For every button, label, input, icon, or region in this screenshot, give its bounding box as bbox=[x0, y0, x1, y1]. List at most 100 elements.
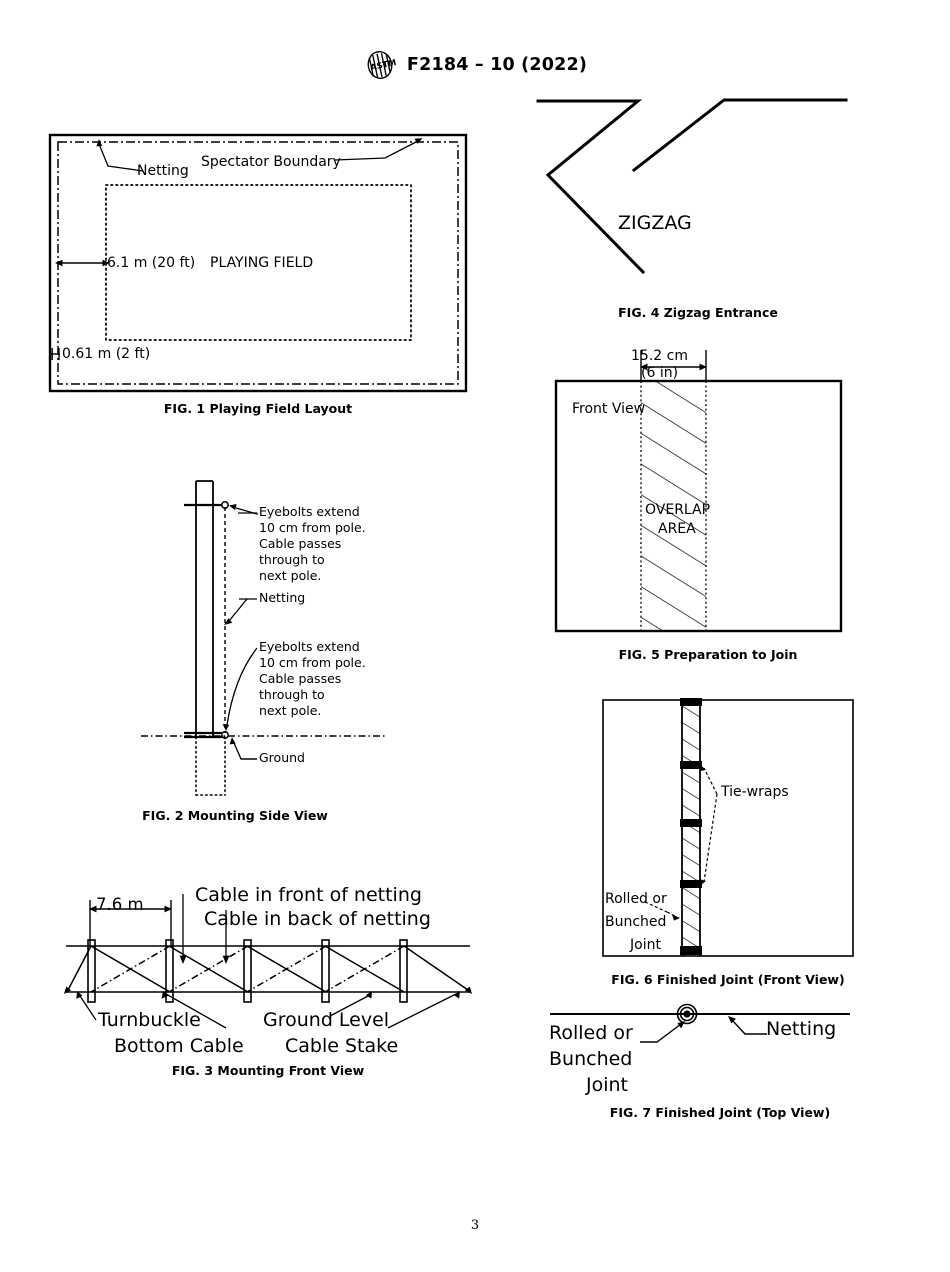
fig3-label-bottom-cable: Bottom Cable bbox=[114, 1035, 244, 1057]
span-arrow-left bbox=[89, 905, 97, 913]
cable-front-arrowhead bbox=[179, 955, 187, 964]
fig6-label-tie-wraps: Tie-wraps bbox=[721, 784, 789, 800]
cable-stake-arrowhead bbox=[453, 991, 460, 999]
pole bbox=[195, 480, 214, 737]
fig2-eyebolt-top-line-2: 10 cm from pole. bbox=[259, 520, 366, 535]
overlap-dim-arrow-right bbox=[699, 363, 707, 371]
fig3-label-turnbuckle: Turnbuckle bbox=[98, 1009, 201, 1031]
spectator-leader bbox=[334, 140, 419, 161]
zigzag-path-left bbox=[536, 99, 646, 275]
poles bbox=[87, 939, 408, 1003]
eyebolt-top-arrowhead bbox=[229, 504, 237, 511]
fig5-label-dim-in: (6 in) bbox=[641, 365, 679, 381]
bottom-cable-arrowhead bbox=[161, 991, 169, 999]
page-header: ASTM F2184 – 10 (2022) bbox=[0, 50, 950, 80]
fig2-label-netting: Netting bbox=[259, 590, 306, 605]
offset-dimension-tick bbox=[51, 348, 60, 360]
figure-4-zigzag-entrance: ZIGZAG FIG. 4 Zigzag Entrance bbox=[528, 90, 868, 330]
joint-hatching bbox=[682, 700, 700, 956]
figure-7-caption: FIG. 7 Finished Joint (Top View) bbox=[609, 1105, 831, 1120]
ground-level-arrowhead bbox=[365, 991, 372, 999]
joint-leader bbox=[640, 1023, 682, 1043]
netting-leader bbox=[228, 598, 257, 622]
figure-4-drawing bbox=[536, 98, 848, 275]
fig2-eyebolt-top-line-5: next pole. bbox=[259, 568, 322, 583]
width-dim-arrow-right bbox=[102, 259, 110, 267]
fig3-label-cable-back: Cable in back of netting bbox=[204, 908, 431, 930]
figure-6-caption: FIG. 6 Finished Joint (Front View) bbox=[611, 972, 845, 987]
figure-2-mounting-side-view: Eyebolts extend 10 cm from pole. Cable p… bbox=[135, 475, 435, 835]
fig7-label-joint-line3: Joint bbox=[586, 1074, 628, 1096]
joint-arrowhead bbox=[677, 1021, 685, 1029]
back-cables bbox=[90, 945, 405, 993]
rolled-joint-icon bbox=[676, 1003, 698, 1025]
fig6-label-joint-line2: Bunched bbox=[605, 914, 667, 930]
ground-arrowhead bbox=[229, 737, 236, 745]
figure-5-drawing bbox=[554, 350, 843, 633]
fig7-label-netting: Netting bbox=[766, 1018, 837, 1040]
netting-boundary bbox=[48, 133, 468, 393]
fig3-label-span: 7.6 m bbox=[96, 895, 144, 914]
turnbuckle-arrowhead bbox=[76, 991, 83, 999]
eyebolt-bottom-leader bbox=[226, 647, 258, 726]
fig2-eyebolt-bottom-line-5: next pole. bbox=[259, 703, 322, 718]
figure-5-caption: FIG. 5 Preparation to Join bbox=[618, 647, 798, 662]
overlap-dimension bbox=[640, 350, 707, 381]
netting-leader bbox=[731, 1019, 767, 1035]
fig3-label-cable-front: Cable in front of netting bbox=[195, 884, 422, 906]
front-cables bbox=[90, 945, 405, 993]
netting-arrowhead bbox=[96, 139, 103, 147]
figure-7-drawing bbox=[550, 1003, 850, 1043]
buried-pole bbox=[195, 736, 226, 796]
figure-1-caption: FIG. 1 Playing Field Layout bbox=[163, 401, 353, 416]
fig3-label-ground-level: Ground Level bbox=[263, 1009, 390, 1031]
fig5-label-overlap-area: AREA bbox=[658, 521, 696, 537]
fig1-label-width-dimension: 6.1 m (20 ft) bbox=[107, 255, 196, 271]
ground-leader bbox=[233, 742, 257, 760]
netting-arrowhead bbox=[224, 618, 233, 625]
figure-3-drawing bbox=[64, 894, 472, 1029]
fig2-eyebolt-bottom-line-2: 10 cm from pole. bbox=[259, 655, 366, 670]
fig6-label-joint-line3: Joint bbox=[630, 937, 661, 953]
figure-1-playing-field-layout: Netting Spectator Boundary 6.1 m (20 ft)… bbox=[48, 133, 468, 423]
panel-outline bbox=[602, 699, 854, 957]
joint-arrowhead bbox=[672, 914, 680, 921]
zigzag-path-right bbox=[631, 98, 848, 173]
fig1-label-playing-field: PLAYING FIELD bbox=[210, 255, 314, 271]
figure-2-caption: FIG. 2 Mounting Side View bbox=[142, 808, 328, 823]
figure-3-mounting-front-view: 7.6 m Cable in front of netting Cable in… bbox=[58, 884, 478, 1078]
fig2-eyebolt-top-line-3: Cable passes bbox=[259, 536, 342, 551]
eyebolt-bar-bottom bbox=[184, 731, 222, 739]
figure-2-drawing bbox=[141, 480, 385, 796]
tie-wrap-arrowhead-top bbox=[699, 764, 706, 772]
fig7-label-joint-line2: Bunched bbox=[549, 1048, 633, 1070]
fig1-label-spectator-boundary: Spectator Boundary bbox=[201, 154, 341, 170]
tie-wrap-markers bbox=[680, 698, 702, 955]
cable-back-arrowhead bbox=[222, 955, 230, 964]
figure-6-drawing bbox=[602, 698, 854, 957]
page-number: 3 bbox=[470, 1218, 480, 1233]
overlap-strip-edges bbox=[640, 381, 707, 631]
fig7-label-joint-line1: Rolled or bbox=[549, 1022, 633, 1044]
tie-wrap-arrowhead-bottom bbox=[699, 879, 706, 886]
fig3-label-cable-stake: Cable Stake bbox=[285, 1035, 399, 1057]
figure-4-caption: FIG. 4 Zigzag Entrance bbox=[618, 305, 778, 320]
figure-1-drawing bbox=[48, 133, 468, 393]
right-stake-arrow bbox=[464, 986, 472, 994]
fig4-label-zigzag: ZIGZAG bbox=[618, 212, 692, 234]
span-dimension bbox=[89, 900, 172, 946]
fig2-eyebolt-bottom-line-3: Cable passes bbox=[259, 671, 342, 686]
netting-leader bbox=[98, 143, 144, 172]
figure-6-finished-joint-front-view: Tie-wraps Rolled or Bunched Joint FIG. 6… bbox=[583, 694, 883, 994]
fig5-label-front-view: Front View bbox=[572, 401, 646, 417]
joint-strip-edges bbox=[681, 700, 701, 956]
figure-5-preparation-to-join: 15.2 cm (6 in) Front View OVERLAP AREA F… bbox=[548, 345, 868, 675]
overlap-dim-arrow-left bbox=[640, 363, 648, 371]
end-guy-cables bbox=[67, 945, 469, 991]
eyebolt-bottom-arrowhead bbox=[222, 724, 230, 731]
fig6-label-joint-line1: Rolled or bbox=[605, 891, 667, 907]
tie-wrap-leaders bbox=[703, 767, 718, 883]
fig3-bottom-leaders bbox=[79, 993, 457, 1029]
left-stake-arrow bbox=[64, 986, 72, 994]
